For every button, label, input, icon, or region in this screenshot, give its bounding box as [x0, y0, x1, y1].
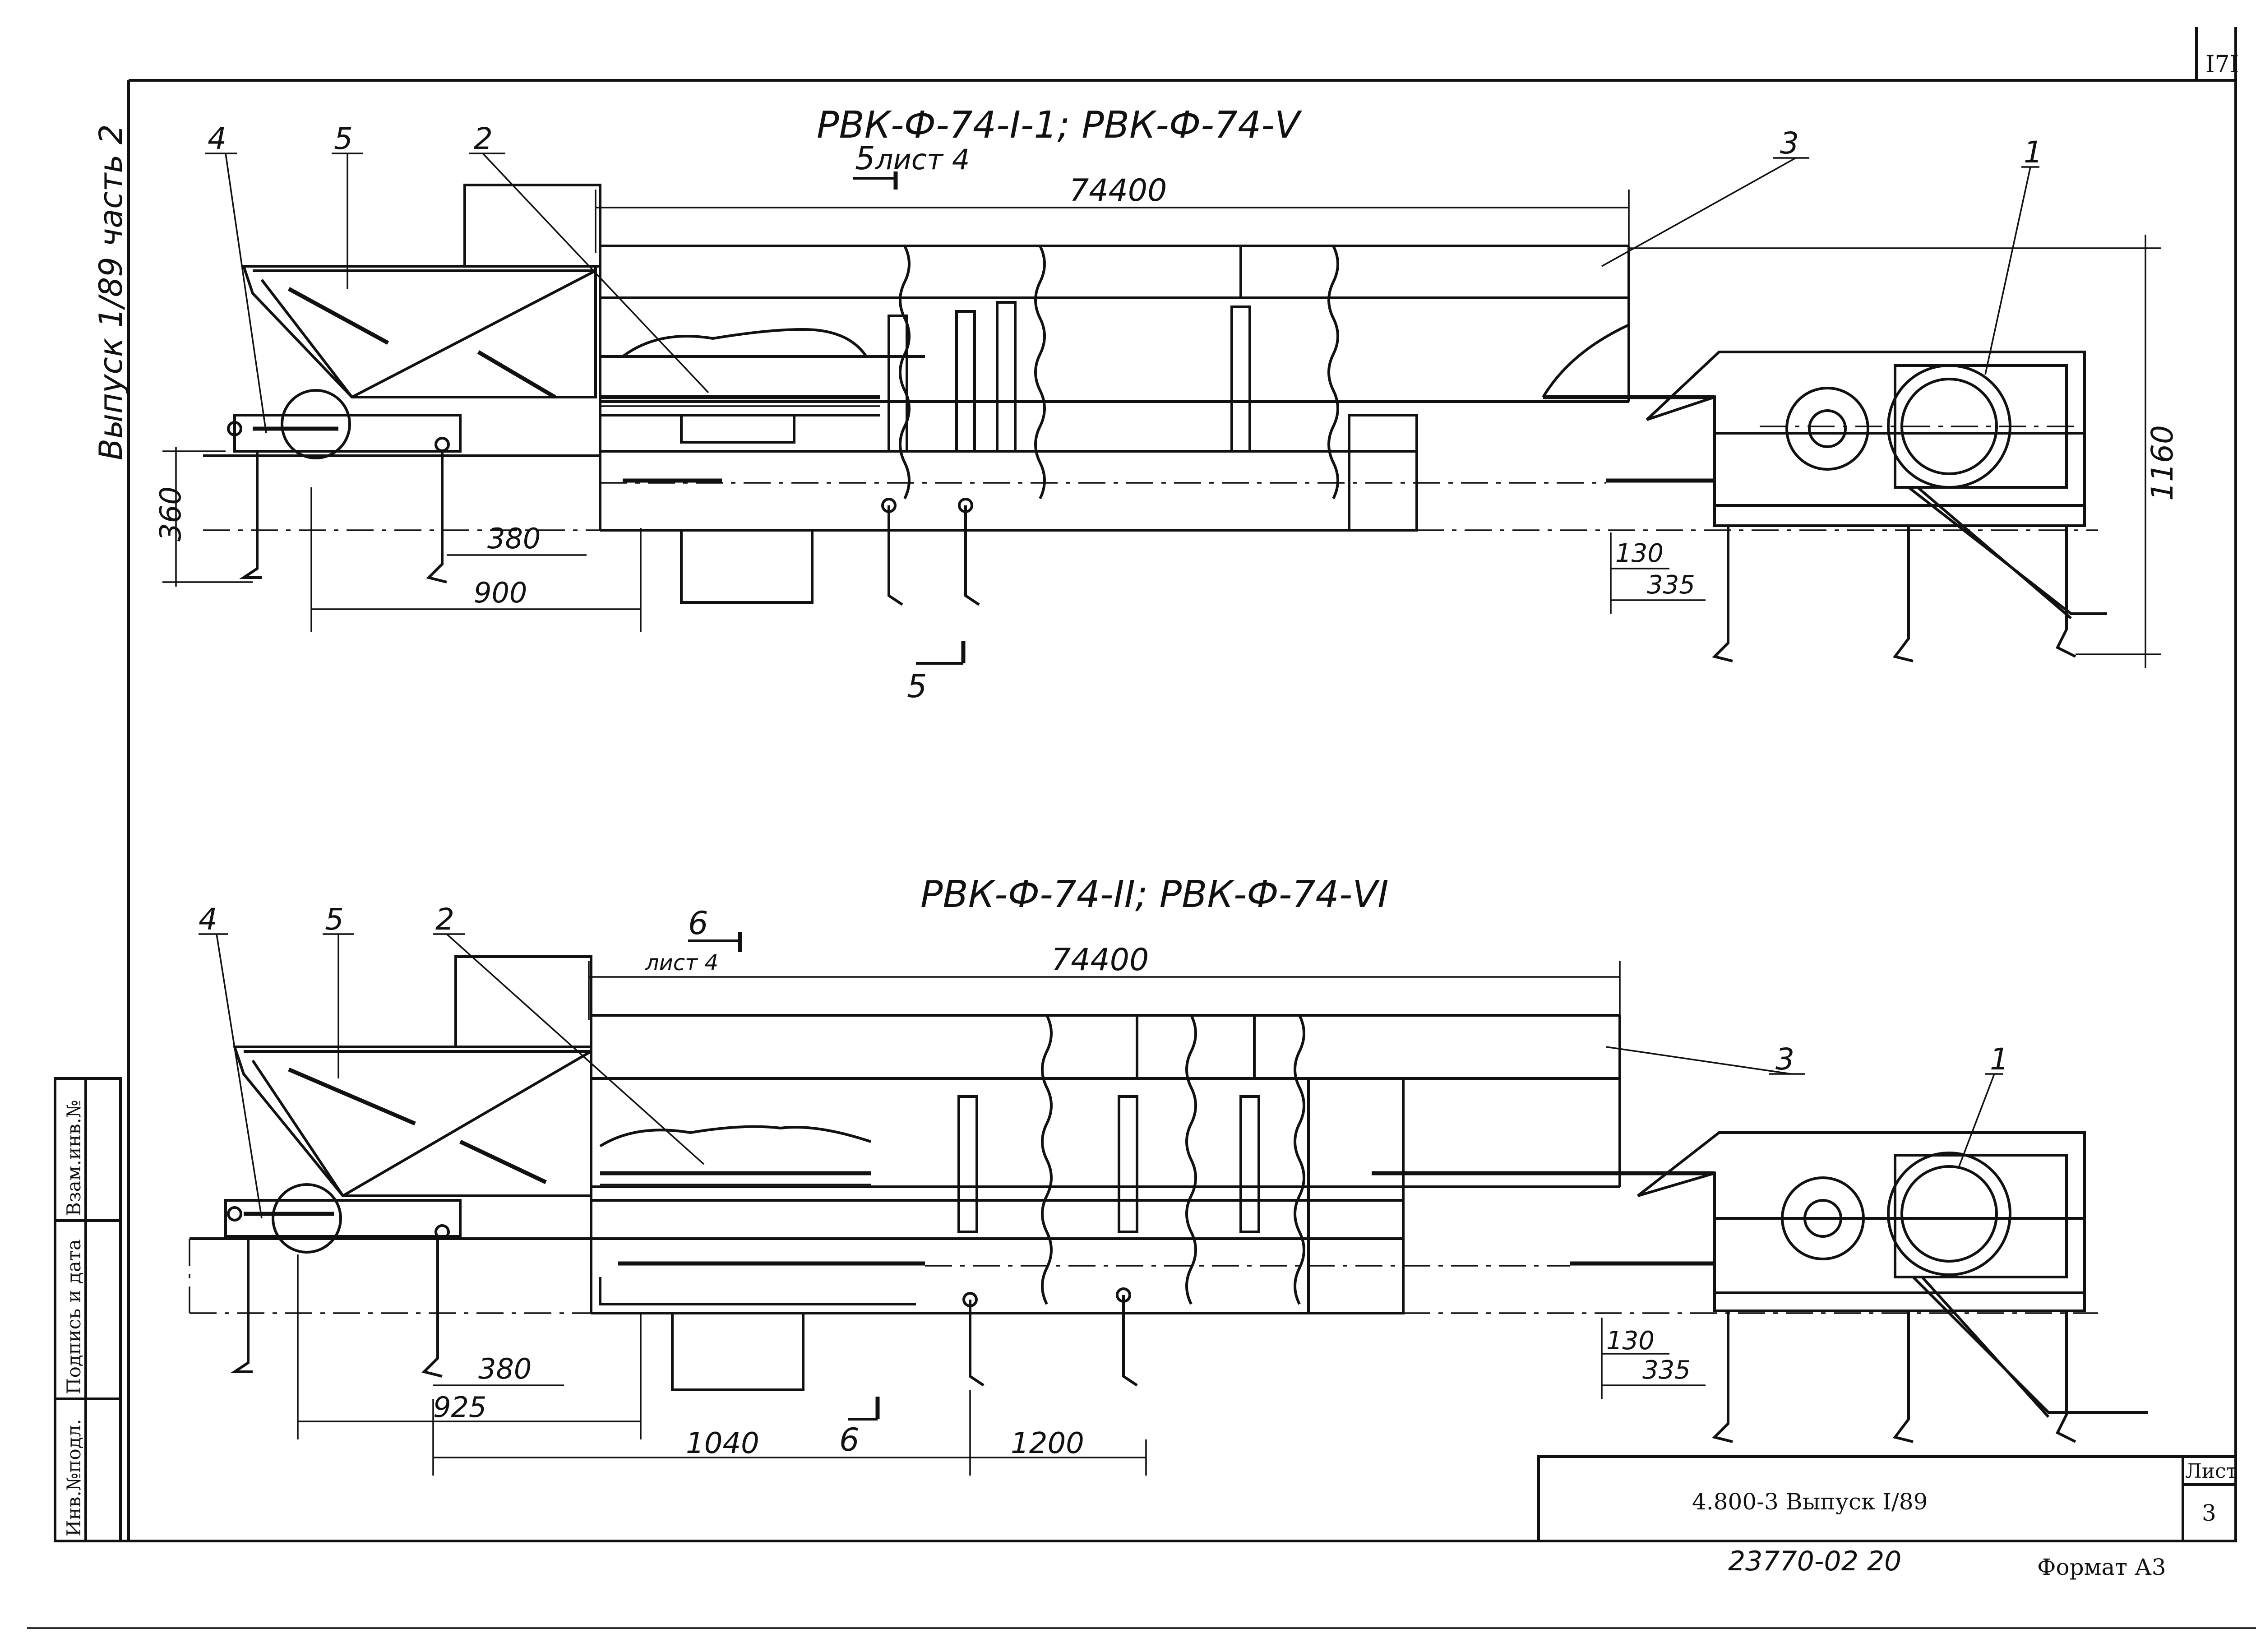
- bottom-support-legs: [230, 1236, 2076, 1443]
- stamp-signature-date: Подпись и дата: [63, 1239, 85, 1394]
- bottom-view: РВК-Ф-74-II; РВК-Ф-74-VI 6 лист 4 74400: [189, 873, 2148, 1476]
- bottom-conveyor-casing: [590, 1014, 1715, 1391]
- bottom-dim-length: 74400: [1051, 942, 1149, 978]
- stamp-inv-podl: Инв.№подл.: [63, 1419, 85, 1536]
- top-hopper: [241, 184, 601, 399]
- top-drive-station: [1646, 351, 2107, 620]
- top-callout-3: 3: [1780, 126, 1799, 161]
- bottom-callout-1: 1: [1990, 1042, 2009, 1077]
- title-block: [1537, 1455, 2237, 1542]
- top-section-mark-bottom: 5: [907, 668, 927, 705]
- sheet-frame: [27, 27, 2256, 1629]
- bottom-dim-1040: 1040: [686, 1427, 759, 1460]
- bottom-dim-74400: [588, 961, 1621, 1020]
- top-callout-1: 1: [2024, 135, 2043, 170]
- bottom-drive-station: [1637, 1131, 2148, 1418]
- top-view: РВК-Ф-74-I-1; РВК-Ф-74-V 5 лист 4 74400: [154, 104, 2180, 705]
- archive-code: 23770-02 20: [1728, 1546, 1901, 1577]
- top-section-mark: 5: [855, 140, 875, 177]
- top-callout-2: 2: [474, 121, 493, 156]
- bottom-dim-335: 335: [1642, 1356, 1691, 1385]
- bottom-callout-3: 3: [1775, 1042, 1794, 1077]
- bottom-callout-5: 5: [325, 902, 344, 937]
- bottom-callout-4: 4: [199, 902, 217, 937]
- top-dim-1160: 1160: [2145, 425, 2180, 501]
- side-text: Выпуск 1/89 часть 2: [92, 124, 129, 460]
- top-dim-130: 130: [1615, 539, 1664, 568]
- top-view-title: РВК-Ф-74-I-1; РВК-Ф-74-V: [817, 104, 1302, 147]
- top-dim-380: 380: [487, 522, 541, 555]
- sheet-label: Лист: [2185, 1460, 2237, 1483]
- top-section-sheet: лист 4: [875, 143, 970, 176]
- doc-code: 4.800-3 Выпуск I/89: [1692, 1489, 1928, 1515]
- corner-sheet-number: I7I: [2205, 51, 2239, 78]
- top-dims: [162, 235, 2161, 668]
- bottom-dim-1200: 1200: [1011, 1427, 1084, 1460]
- bottom-view-title: РВК-Ф-74-II; РВК-Ф-74-VI: [920, 873, 1389, 916]
- top-callouts: [205, 153, 2039, 434]
- bottom-section-sheet: лист 4: [645, 950, 718, 976]
- top-conveyor-casing: [599, 245, 1715, 606]
- top-dim-74400: [595, 190, 1630, 253]
- bottom-dim-925: 925: [433, 1391, 486, 1424]
- top-tail-pulley: [227, 389, 462, 459]
- top-dim-360: 360: [154, 486, 188, 541]
- top-dim-length: 74400: [1069, 173, 1167, 208]
- top-dim-335: 335: [1647, 570, 1695, 600]
- bottom-dim-130: 130: [1606, 1326, 1655, 1356]
- left-stamp-strip: [54, 1077, 122, 1542]
- stamp-replace-inv: Взам.инв.№: [63, 1100, 85, 1216]
- bottom-callout-2: 2: [435, 902, 454, 937]
- top-callout-4: 4: [208, 121, 227, 156]
- sheet-number: 3: [2202, 1500, 2216, 1526]
- bottom-section-mark-bottom: 6: [839, 1421, 860, 1458]
- paper-format: Формат А3: [2037, 1554, 2166, 1580]
- bottom-dims: [297, 1254, 1706, 1476]
- bottom-section-mark: 6: [688, 905, 708, 942]
- bottom-hopper: [232, 955, 592, 1197]
- top-callout-5: 5: [334, 121, 353, 156]
- top-support-legs: [239, 451, 2076, 662]
- bottom-callouts: [199, 933, 2003, 1219]
- bottom-tail-pulley: [224, 1183, 462, 1254]
- bottom-dim-380: 380: [478, 1352, 532, 1385]
- top-dim-900: 900: [474, 576, 527, 609]
